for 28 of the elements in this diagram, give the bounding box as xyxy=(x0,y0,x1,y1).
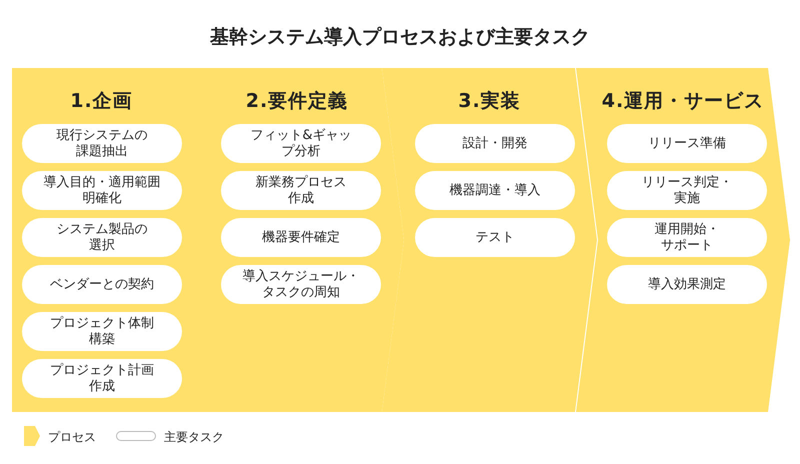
task-card: 機器調達・導入 xyxy=(415,171,575,210)
diagram-title: 基幹システム導入プロセスおよび主要タスク xyxy=(209,25,591,50)
task-card: 導入スケジュール・タスクの周知 xyxy=(221,265,381,304)
process-chevron xyxy=(12,68,213,412)
task-card: リリース準備 xyxy=(607,124,767,163)
task-card: プロジェクト計画作成 xyxy=(22,359,182,398)
phase-heading: 2.要件定義 xyxy=(244,89,350,114)
task-card: テスト xyxy=(415,218,575,257)
task-card: システム製品の選択 xyxy=(22,218,182,257)
process-chevron xyxy=(190,68,404,412)
task-card: 機器要件確定 xyxy=(221,218,381,257)
task-card: 導入効果測定 xyxy=(607,265,767,304)
legend-label: 主要タスク xyxy=(164,429,224,446)
task-card: フィット&ギャップ分析 xyxy=(221,124,381,163)
process-chevron xyxy=(382,68,597,412)
task-card: 導入目的・適用範囲明確化 xyxy=(22,171,182,210)
phase-heading: 3.実装 xyxy=(457,89,522,114)
task-card: 運用開始・サポート xyxy=(607,218,767,257)
task-card: プロジェクト体制構築 xyxy=(22,312,182,351)
task-card: ベンダーとの契約 xyxy=(22,265,182,304)
task-card: リリース判定・実施 xyxy=(607,171,767,210)
task-card: 設計・開発 xyxy=(415,124,575,163)
legend-label: プロセス xyxy=(48,429,96,446)
task-card: 新業務プロセス作成 xyxy=(221,171,381,210)
task-card: 現行システムの課題抽出 xyxy=(22,124,182,163)
process-chevron xyxy=(576,68,790,412)
phase-heading: 1.企画 xyxy=(69,89,134,114)
phase-heading: 4.運用・サービス xyxy=(600,89,766,114)
